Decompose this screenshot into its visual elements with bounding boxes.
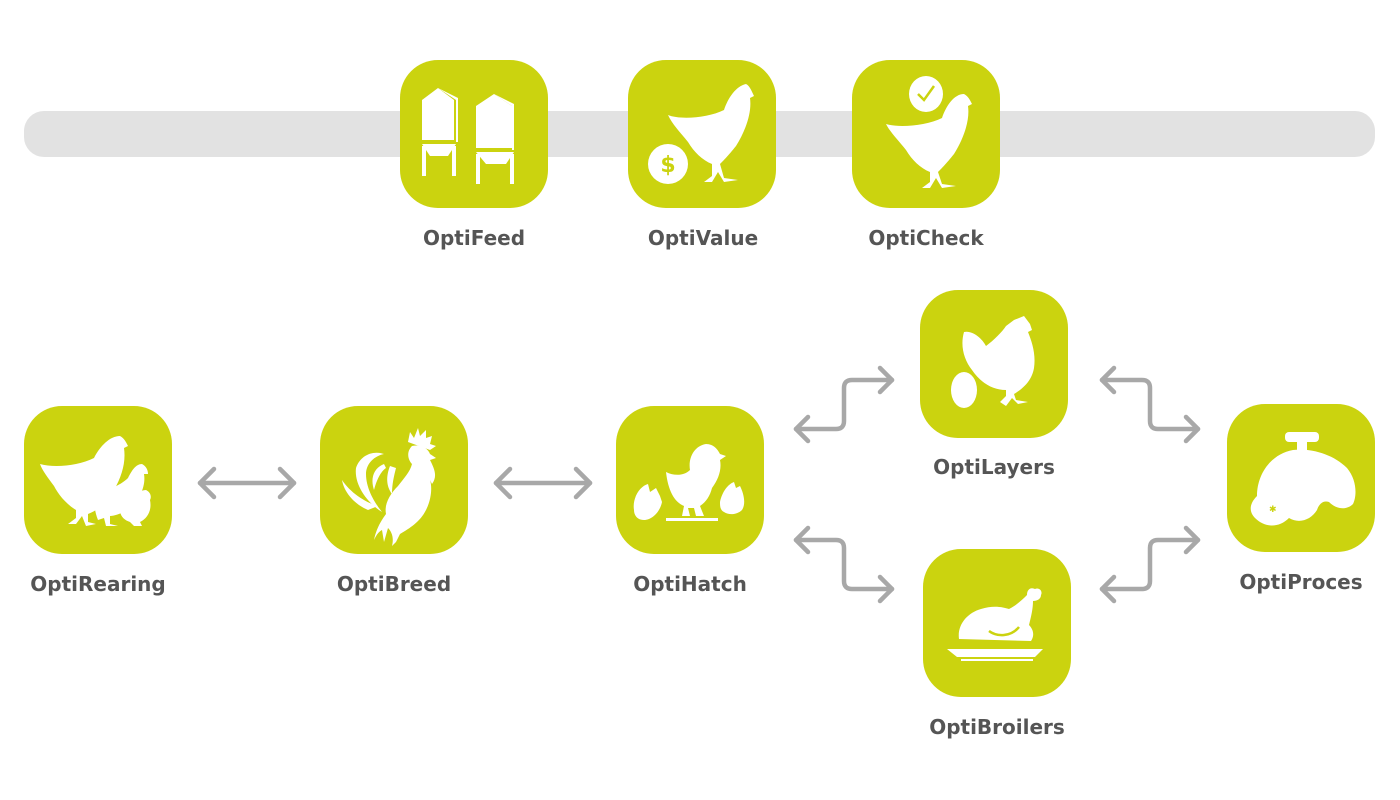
arrow-broilers-proces [1098, 525, 1202, 604]
optibroilers-tile[interactable] [923, 549, 1071, 697]
opticheck-label: OptiCheck [868, 226, 984, 250]
double-arrow-icon [493, 466, 593, 500]
hen-egg-icon [951, 316, 1035, 408]
hen-chicks-icon [40, 436, 151, 526]
optibroilers-label: OptiBroilers [929, 715, 1065, 739]
rooster-icon [342, 428, 436, 546]
arrow-rearing-breed [196, 466, 298, 500]
opticheck-tile[interactable] [852, 60, 1000, 208]
step-double-arrow-icon [793, 365, 895, 444]
svg-text:✱: ✱ [1269, 505, 1277, 515]
optibreed-label: OptiBreed [336, 572, 452, 596]
arrow-layers-proces [1098, 365, 1202, 444]
optiproces-label: OptiProces [1239, 570, 1363, 594]
optirearing-label: OptiRearing [30, 572, 166, 596]
chicken-dollar-icon: $ [648, 84, 754, 184]
hatching-chick-icon [633, 444, 745, 521]
optifeed-label: OptiFeed [422, 226, 526, 250]
chicken-check-icon [886, 76, 972, 188]
optilayers-tile[interactable] [920, 290, 1068, 438]
silos-icon [422, 88, 514, 184]
optivalue-label: OptiValue [647, 226, 759, 250]
optihatch-label: OptiHatch [633, 572, 747, 596]
arrow-breed-hatch [492, 466, 594, 500]
optirearing-tile[interactable] [24, 406, 172, 554]
step-double-arrow-icon [793, 525, 895, 604]
optivalue-tile[interactable]: $ [628, 60, 776, 208]
optihatch-tile[interactable] [616, 406, 764, 554]
step-double-arrow-icon [1099, 525, 1201, 604]
optiproces-tile[interactable]: ✱ [1227, 404, 1375, 552]
double-arrow-icon [197, 466, 297, 500]
arrow-hatch-broilers [792, 525, 896, 604]
svg-text:$: $ [660, 153, 675, 178]
step-double-arrow-icon [1099, 365, 1201, 444]
arrow-hatch-layers [792, 365, 896, 444]
optilayers-label: OptiLayers [933, 455, 1055, 479]
roast-chicken-icon [947, 588, 1043, 661]
plucked-chicken-icon: ✱ [1250, 432, 1356, 526]
optibreed-tile[interactable] [320, 406, 468, 554]
optifeed-tile[interactable] [400, 60, 548, 208]
